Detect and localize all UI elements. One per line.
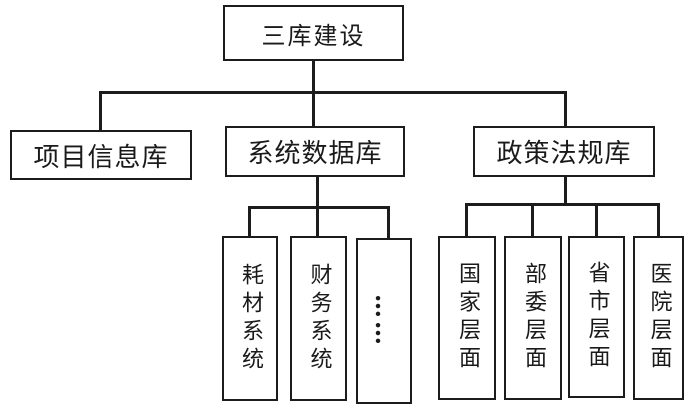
node-province-city-level-label: 省市层面: [586, 261, 608, 373]
node-consumables-system: 耗材系统: [222, 236, 278, 401]
node-ministry-level: 部委层面: [504, 236, 562, 400]
node-hospital-level: 医院层面: [633, 236, 684, 400]
connector-system-children-bus: [248, 206, 390, 209]
node-hospital-level-label: 医院层面: [648, 262, 670, 374]
node-policy-regulations-db: 政策法规库: [473, 126, 655, 177]
node-finance-system: 财务系统: [290, 236, 347, 401]
node-consumables-system-label: 耗材系统: [239, 263, 261, 375]
connector-drop-consumables: [248, 206, 251, 236]
node-ministry-level-label: 部委层面: [522, 262, 544, 374]
node-more-systems-ellipsis: ……: [356, 238, 412, 404]
connector-policy-db-vertical: [564, 177, 567, 206]
connector-drop-policy-db: [564, 91, 567, 126]
connector-drop-national: [465, 203, 468, 236]
node-province-city-level: 省市层面: [568, 236, 625, 398]
node-root-label: 三库建设: [262, 16, 366, 51]
node-policy-regulations-db-label: 政策法规库: [496, 133, 631, 170]
connector-policy-children-bus: [465, 203, 660, 206]
node-finance-system-label: 财务系统: [308, 263, 330, 375]
connector-drop-ellipsis: [387, 206, 390, 238]
node-project-info-db: 项目信息库: [10, 130, 192, 180]
node-system-db-label: 系统数据库: [247, 133, 382, 170]
node-root-three-db-construction: 三库建设: [223, 5, 404, 61]
node-more-systems-ellipsis-label: ……: [372, 294, 396, 348]
node-national-level-label: 国家层面: [456, 262, 478, 374]
connector-drop-project-info: [99, 91, 102, 130]
node-project-info-db-label: 项目信息库: [33, 137, 168, 174]
connector-drop-hospital: [657, 203, 660, 236]
connector-drop-ministry: [531, 203, 534, 236]
connector-level2-bus: [99, 91, 567, 94]
connector-drop-province-city: [595, 203, 598, 236]
node-national-level: 国家层面: [438, 236, 496, 400]
node-system-db: 系统数据库: [225, 126, 405, 177]
